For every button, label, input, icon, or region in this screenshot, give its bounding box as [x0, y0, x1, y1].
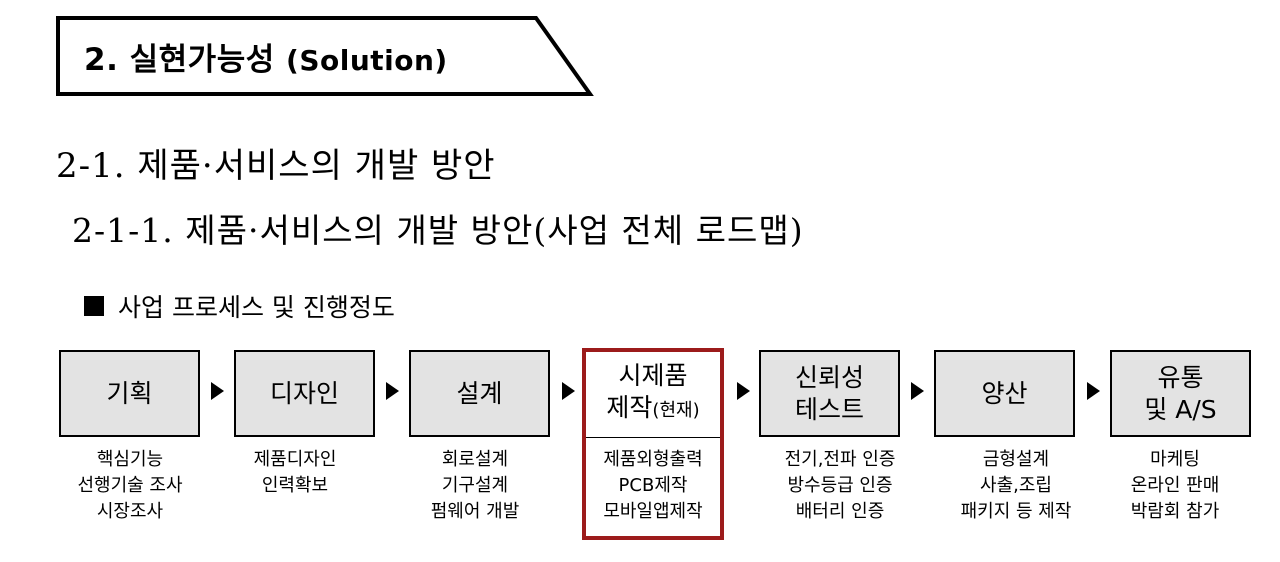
desc-item: 선행기술 조사 [77, 475, 183, 496]
process-label: 사업 프로세스 및 진행정도 [84, 288, 395, 324]
stage-reliability-test-desc: 전기,전파 인증 방수등급 인증 배터리 인증 [765, 447, 915, 525]
section-title: 2. 실현가능성 (Solution) [84, 34, 448, 79]
desc-item: 사출,조립 [980, 475, 1052, 496]
stage-label-line2: 제작 [606, 393, 653, 422]
process-label-text: 사업 프로세스 및 진행정도 [118, 293, 395, 322]
arrow-right-icon [386, 382, 399, 400]
current-stage-note: (현재) [652, 400, 700, 421]
arrow-right-icon [562, 382, 575, 400]
section-title-en: (Solution) [286, 44, 448, 77]
desc-item: 배터리 인증 [795, 501, 885, 522]
heading-2: 2-1. 제품·서비스의 개발 방안 [56, 146, 496, 186]
desc-item: 금형설계 [982, 449, 1050, 470]
desc-item: 시장조사 [96, 501, 164, 522]
stage-label: 설계 [456, 378, 503, 408]
stage-label: 양산 [981, 378, 1028, 408]
stage-label-line1: 신뢰성 [794, 362, 864, 392]
stage-label-line2: 테스트 [794, 394, 864, 424]
stage-prototype-desc: 제품외형출력 PCB제작 모바일앱제작 [578, 447, 728, 525]
desc-item: 기구설계 [441, 475, 509, 496]
stage-label-line1: 유통 [1157, 362, 1204, 392]
current-stage-highlight [582, 348, 724, 540]
stage-label-line1: 시제품 [618, 361, 688, 390]
desc-item: 방수등급 인증 [787, 475, 893, 496]
arrow-right-icon [1087, 382, 1100, 400]
stage-prototype: 시제품 제작(현재) [586, 350, 720, 437]
stage-mass-production: 양산 [934, 350, 1075, 437]
stage-label: 디자인 [269, 378, 339, 408]
desc-item: 펌웨어 개발 [430, 501, 520, 522]
desc-item: PCB제작 [618, 475, 688, 496]
stage-reliability-test: 신뢰성 테스트 [759, 350, 900, 437]
desc-item: 마케팅 [1150, 449, 1200, 470]
desc-item: 회로설계 [441, 449, 509, 470]
arrow-right-icon [211, 382, 224, 400]
desc-item: 박람회 참가 [1130, 501, 1220, 522]
heading-3: 2-1-1. 제품·서비스의 개발 방안(사업 전체 로드맵) [72, 211, 804, 250]
desc-item: 인력확보 [261, 475, 329, 496]
current-stage-divider [586, 437, 720, 438]
desc-item: 제품외형출력 [603, 449, 703, 470]
square-bullet-icon [84, 296, 104, 316]
stage-planning-desc: 핵심기능 선행기술 조사 시장조사 [55, 447, 205, 525]
desc-item: 모바일앱제작 [603, 501, 703, 522]
desc-item: 전기,전파 인증 [784, 449, 896, 470]
stage-label: 기획 [106, 378, 153, 408]
section-header-tab [56, 16, 594, 96]
desc-item: 온라인 판매 [1130, 475, 1220, 496]
stage-design: 디자인 [234, 350, 375, 437]
arrow-right-icon [737, 382, 750, 400]
stage-planning: 기획 [59, 350, 200, 437]
stage-distribution-desc: 마케팅 온라인 판매 박람회 참가 [1100, 447, 1250, 525]
desc-item: 제품디자인 [253, 449, 337, 470]
stage-mass-production-desc: 금형설계 사출,조립 패키지 등 제작 [941, 447, 1091, 525]
desc-item: 핵심기능 [96, 449, 164, 470]
stage-engineering-desc: 회로설계 기구설계 펌웨어 개발 [400, 447, 550, 525]
arrow-right-icon [911, 382, 924, 400]
desc-item: 패키지 등 제작 [960, 501, 1072, 522]
section-title-ko: 2. 실현가능성 [84, 42, 275, 78]
stage-design-desc: 제품디자인 인력확보 [220, 447, 370, 499]
stage-label-line2: 및 A/S [1144, 394, 1217, 424]
stage-engineering: 설계 [409, 350, 550, 437]
stage-distribution: 유통 및 A/S [1110, 350, 1251, 437]
